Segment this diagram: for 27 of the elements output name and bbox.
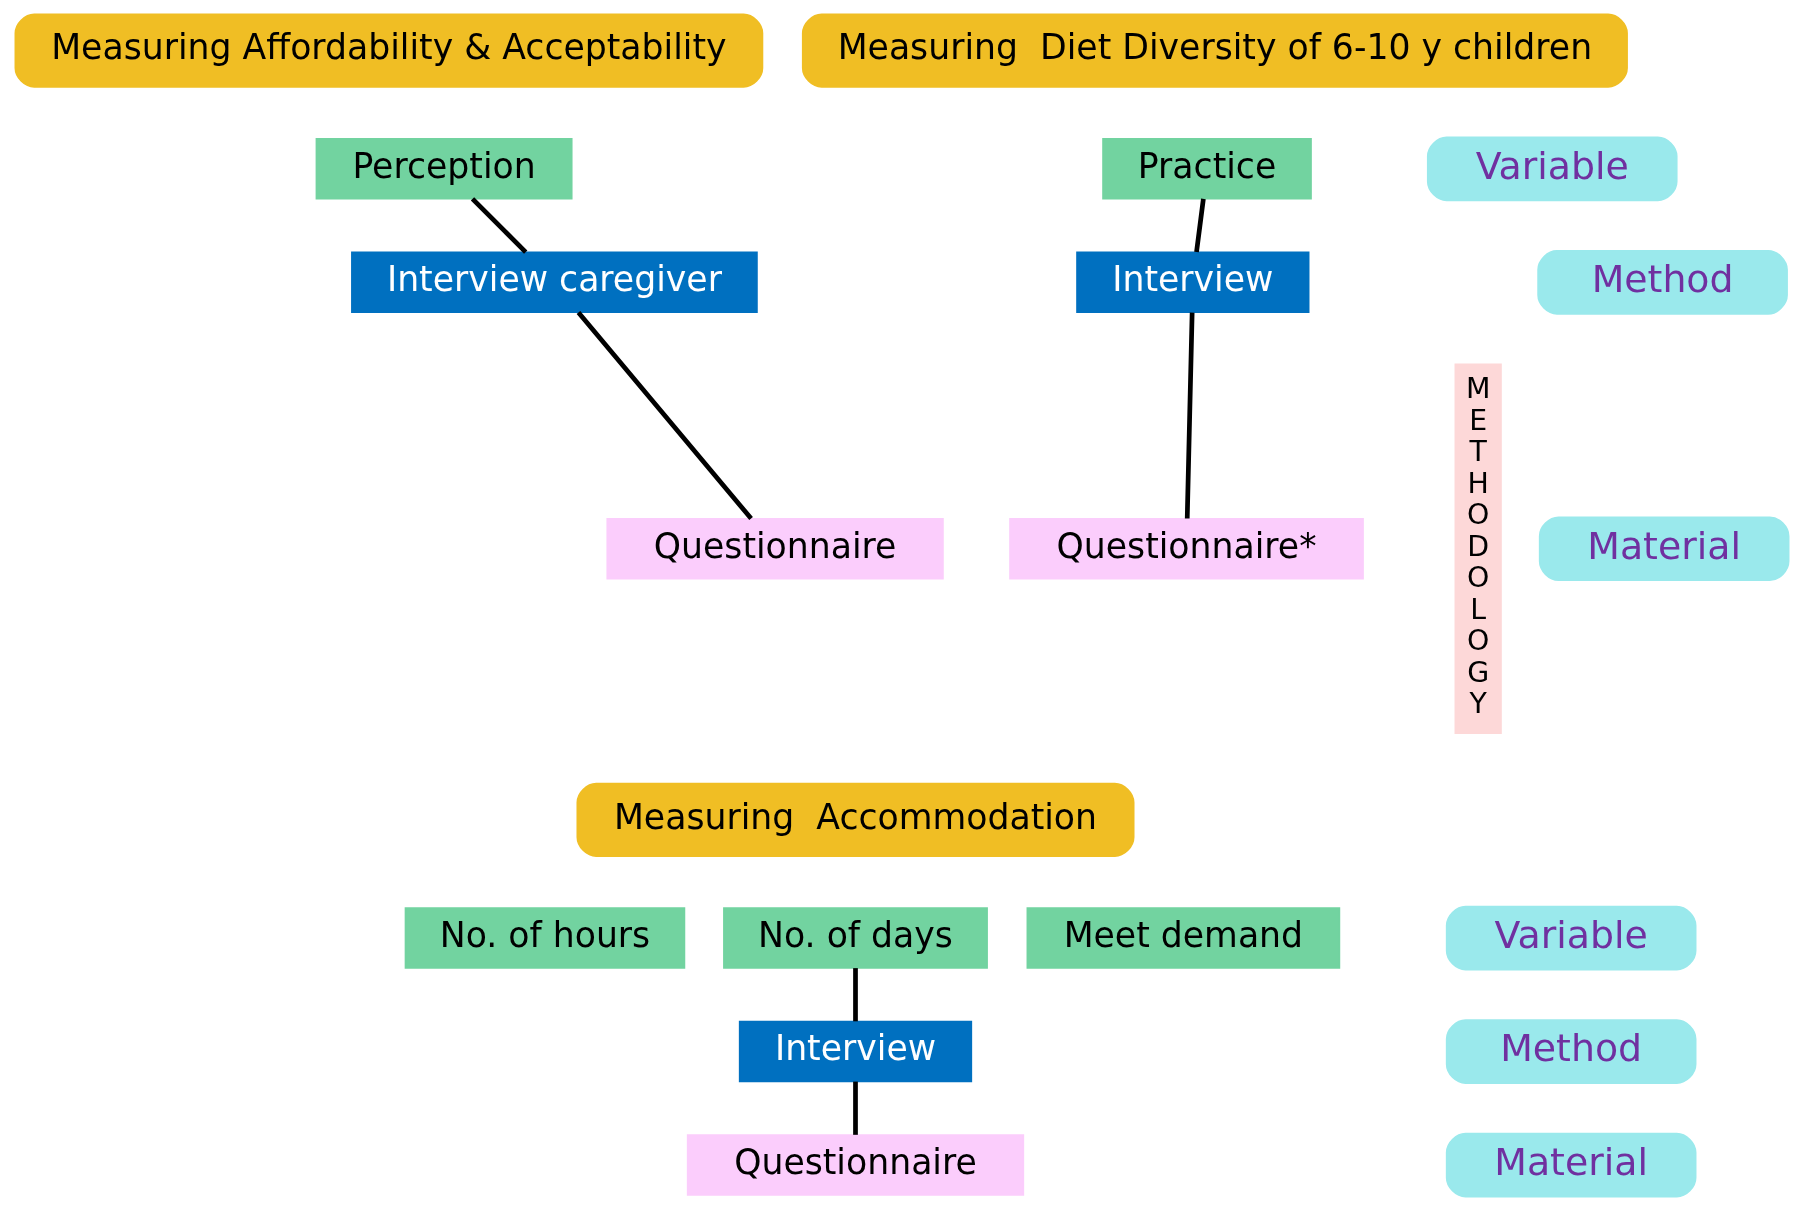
node-box: Questionnaire [605,518,944,580]
connector [576,311,753,521]
node-box: Measuring Affordability & Acceptability [14,13,763,88]
node-box: Questionnaire [686,1134,1024,1196]
node-box: Interview caregiver [350,251,758,314]
node-box: Interview [738,1020,972,1083]
node-box: Material [1538,516,1789,582]
node-box: Measuring Accommodation [576,782,1134,857]
node-box: Perception [315,138,573,200]
connector [1184,312,1194,519]
node-box: Method [1445,1019,1696,1084]
node-box: Measuring Diet Diversity of 6-10 y children [801,13,1628,88]
node-box: Practice [1101,138,1312,200]
node-box: No. of days [722,907,988,969]
connector [470,197,527,254]
node-box: Interview [1075,251,1309,314]
node-box: Variable [1426,136,1678,202]
node-box: Material [1445,1132,1696,1198]
connector [852,1081,858,1135]
node-box: Method [1536,250,1788,315]
node-box: Questionnaire* [1008,518,1364,580]
node-box: No. of hours [404,907,685,969]
node-box: Variable [1445,905,1696,971]
node-box: Meet demand [1026,907,1340,969]
node-box: METHODOLOGY [1454,363,1502,734]
connector [852,968,858,1022]
connector [1193,198,1206,253]
